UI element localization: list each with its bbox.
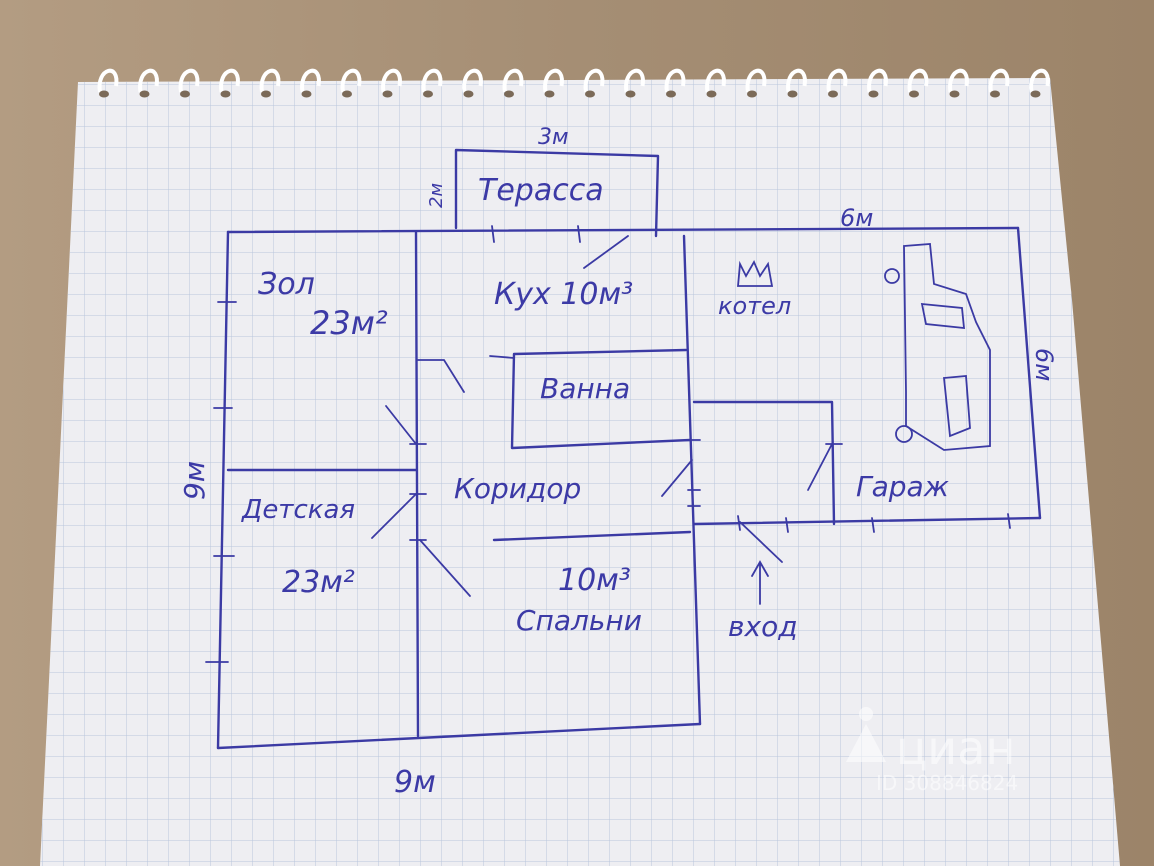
boiler-symbol: [737, 259, 774, 287]
car-sketch: [903, 243, 991, 451]
car-seat: [943, 375, 971, 438]
spiral-ring: [259, 68, 281, 93]
spiral-ring: [948, 68, 969, 93]
spiral-ring: [502, 68, 524, 93]
terrace-width-label: 3м: [538, 125, 569, 150]
spiral-hole: [220, 90, 231, 98]
spiral-hole: [504, 90, 514, 98]
bath-outline: [510, 348, 692, 450]
spiral-ring: [300, 68, 321, 93]
spiral-hole: [1030, 90, 1041, 98]
spiral-ring: [745, 68, 767, 93]
spiral-ring: [178, 68, 200, 93]
spiral-hole: [180, 90, 190, 98]
spiral-hole: [139, 90, 150, 98]
terrace-label: Терасса: [478, 173, 604, 208]
corridor-line: [492, 530, 692, 542]
spiral-hole: [787, 90, 798, 98]
spiral-hole: [544, 90, 555, 98]
hall-area-label: 23м²: [310, 304, 388, 342]
wall-right-main: [682, 234, 702, 726]
watermark-brand: циан: [896, 721, 1015, 775]
spiral-ring: [907, 68, 929, 93]
kids-area-label: 23м²: [282, 565, 355, 600]
spiral-ring: [1029, 68, 1050, 93]
watermark-id: ID 308846824: [876, 771, 1018, 795]
car-window: [920, 302, 966, 330]
wall-right-annex: [1016, 226, 1042, 520]
terrace-outline: [454, 148, 660, 238]
car-wheel-top: [884, 268, 900, 284]
spiral-hole: [747, 90, 757, 98]
spiral-ring: [138, 68, 159, 93]
boiler-label: котел: [718, 292, 791, 320]
spiral-hole: [423, 90, 433, 98]
spiral-hole: [342, 90, 352, 98]
paper-sheet: [40, 78, 1120, 866]
top-right-dim-label: 6м: [840, 204, 873, 232]
spiral-hole: [382, 90, 393, 98]
hall-label: Зол: [258, 267, 315, 302]
cian-watermark: циан ID 308846824: [846, 707, 1018, 795]
partition-vertical: [414, 230, 420, 738]
bottom-dim-label: 9м: [394, 765, 436, 800]
spiral-ring: [583, 68, 605, 93]
spiral-ring: [867, 68, 888, 93]
spiral-hole: [666, 90, 676, 98]
spiral-ring: [826, 68, 848, 93]
bath-label: Ванна: [540, 372, 630, 405]
wall-top: [226, 226, 1020, 234]
garage-outline: [692, 400, 836, 526]
spiral-hole: [828, 90, 838, 98]
spiral-ring: [543, 68, 564, 93]
spiral-hole: [909, 90, 919, 98]
spiral-hole: [949, 90, 960, 98]
cian-logo-icon: [846, 707, 886, 762]
spiral-ring: [340, 68, 362, 93]
spiral-hole: [463, 90, 474, 98]
spiral-ring: [624, 68, 645, 93]
spiral-hole: [301, 90, 312, 98]
spiral-hole: [99, 90, 109, 98]
spiral-ring: [705, 68, 726, 93]
spiral-hole: [261, 90, 271, 98]
door-swings: [371, 235, 833, 597]
spiral-hole: [585, 90, 595, 98]
spiral-hole: [868, 90, 879, 98]
spiral-ring: [97, 68, 119, 93]
kitchen-label: Кух 10м³: [494, 277, 633, 312]
spiral-hole: [706, 90, 717, 98]
entrance-arrow: [751, 560, 769, 605]
entrance-label: вход: [728, 610, 798, 643]
plan-labels: 3м 2м Терасса 6м 6м 9м 9м Зол 23м² Кух 1…: [178, 125, 1058, 800]
kids-label: Детская: [241, 495, 355, 525]
car-wheel-bottom: [895, 425, 913, 443]
left-side-dim-label: 9м: [178, 461, 211, 500]
spiral-binding: [97, 68, 1050, 98]
spiral-ring: [219, 68, 240, 93]
spiral-ring: [381, 68, 402, 93]
floor-plan-drawing: [205, 148, 1042, 750]
bedroom-label: Спальни: [516, 604, 642, 637]
spiral-ring: [664, 68, 686, 93]
bedroom-area-label: 10м³: [558, 563, 631, 598]
spiral-ring: [786, 68, 807, 93]
garage-label: Гараж: [856, 470, 949, 503]
wall-ticks: [205, 225, 1011, 663]
spiral-ring: [988, 68, 1010, 93]
wall-bottom: [216, 722, 702, 750]
spiral-ring: [421, 68, 443, 93]
wall-annex-bottom: [692, 516, 1042, 526]
spiral-ring: [462, 68, 483, 93]
corridor-label: Коридор: [454, 472, 581, 505]
terrace-depth-label: 2м: [426, 183, 447, 208]
spiral-hole: [625, 90, 636, 98]
right-side-dim-label: 6м: [1030, 348, 1058, 381]
spiral-hole: [990, 90, 1000, 98]
